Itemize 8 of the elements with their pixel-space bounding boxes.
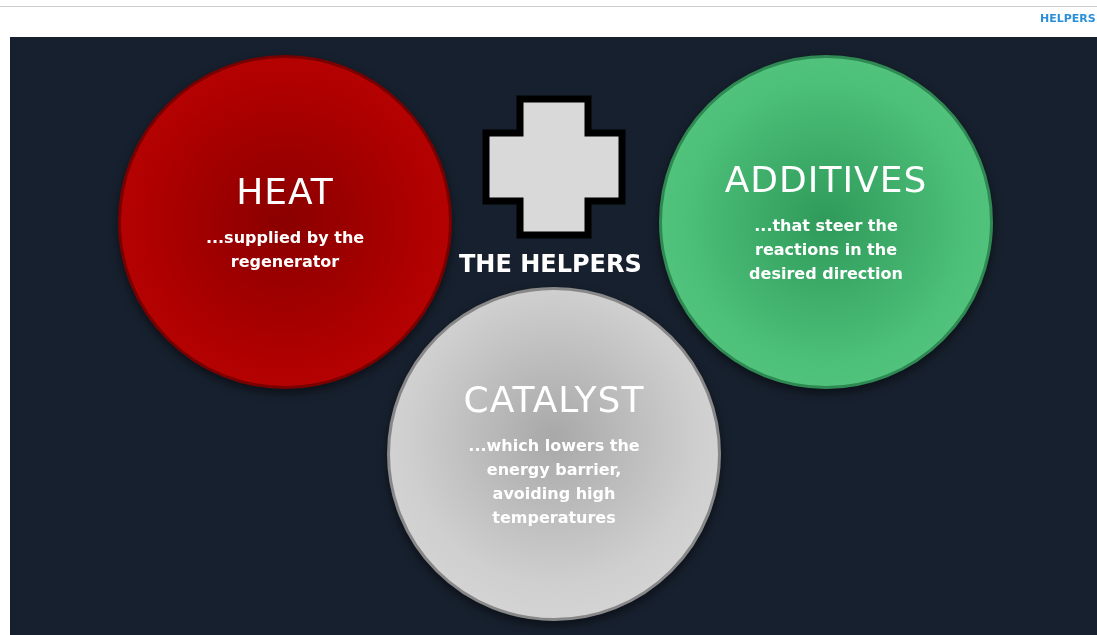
header-link: HELPERS xyxy=(1040,12,1096,25)
circle-description: ...that steer the reactions in the desired direction xyxy=(748,214,904,285)
circle-description: ...which lowers the energy barrier, avoiding high temperatures xyxy=(467,434,641,529)
circle-heading: HEAT xyxy=(236,170,334,212)
helpers-heading: THE HELPERS xyxy=(459,250,642,278)
circle-heading: ADDITIVES xyxy=(724,158,928,200)
circle-description: ...supplied by the regenerator xyxy=(204,226,366,273)
circle-heading: CATALYST xyxy=(463,378,645,420)
